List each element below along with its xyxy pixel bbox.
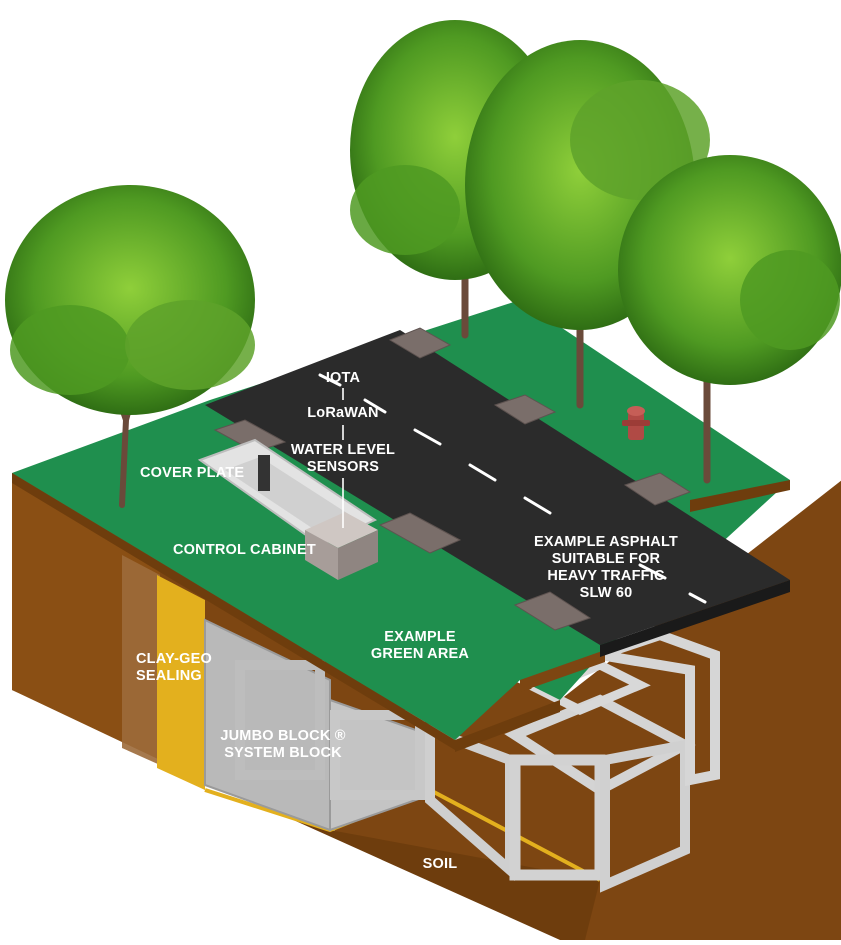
label-water-level-line1: WATER LEVEL — [290, 442, 396, 458]
control-cabinet-box — [305, 512, 378, 580]
grass-edge-front-2 — [455, 700, 560, 752]
clay-sealing — [157, 575, 205, 790]
jumbo-block-frames — [204, 618, 720, 893]
label-control-cabinet: CONTROL CABINET — [173, 542, 316, 559]
label-asphalt-line3: HEAVY TRAFFIC — [547, 568, 665, 584]
grass-edge-lip — [520, 650, 605, 692]
sensor-post — [258, 455, 270, 491]
label-asphalt-line4: SLW 60 — [579, 585, 633, 601]
block-frame-b — [330, 710, 425, 800]
label-asphalt-line1: EXAMPLE ASPHALT — [534, 534, 678, 550]
label-lorawan-text: LoRaWAN — [307, 405, 379, 421]
grass-edge-right — [690, 480, 790, 512]
label-soil-text: SOIL — [422, 856, 458, 872]
label-lorawan: LoRaWAN — [298, 405, 388, 422]
label-example-asphalt: EXAMPLE ASPHALT SUITABLE FOR HEAVY TRAFF… — [516, 534, 696, 602]
label-jumbo-line1: JUMBO BLOCK ® — [220, 728, 346, 744]
road-grates — [213, 327, 692, 631]
label-example-green-area: EXAMPLE GREEN AREA — [350, 629, 490, 663]
label-water-level-sensors: WATER LEVEL SENSORS — [273, 442, 413, 476]
asphalt-road — [205, 327, 790, 657]
block-frame-a — [235, 660, 325, 780]
label-cover-plate-text: COVER PLATE — [140, 465, 245, 481]
road-center-dashes — [318, 373, 707, 604]
road-edge — [600, 580, 790, 657]
label-clay-line2: SEALING — [136, 668, 202, 684]
label-green-line2: GREEN AREA — [370, 646, 470, 662]
tree-left — [5, 185, 255, 508]
grass-edge-front — [12, 473, 455, 750]
label-jumbo-block: JUMBO BLOCK ® SYSTEM BLOCK — [208, 728, 358, 762]
soil-pit-wall — [122, 555, 160, 765]
tree-right-front — [618, 155, 841, 484]
label-control-cabinet-text: CONTROL CABINET — [173, 542, 316, 558]
label-iota: IOTA — [318, 370, 368, 387]
label-green-line1: EXAMPLE — [384, 629, 456, 645]
cover-plate-inner — [225, 457, 350, 530]
label-iota-text: IOTA — [325, 370, 361, 386]
label-soil: SOIL — [410, 856, 470, 873]
label-jumbo-line2: SYSTEM BLOCK — [224, 745, 342, 761]
label-cover-plate: COVER PLATE — [140, 465, 244, 482]
label-asphalt-line2: SUITABLE FOR — [551, 551, 661, 567]
hydrant — [622, 406, 650, 440]
label-clay-geo-sealing: CLAY-GEO SEALING — [136, 651, 212, 685]
label-water-level-line2: SENSORS — [306, 459, 380, 475]
block-frame-f — [600, 738, 690, 893]
label-clay-line1: CLAY-GEO — [136, 651, 212, 667]
